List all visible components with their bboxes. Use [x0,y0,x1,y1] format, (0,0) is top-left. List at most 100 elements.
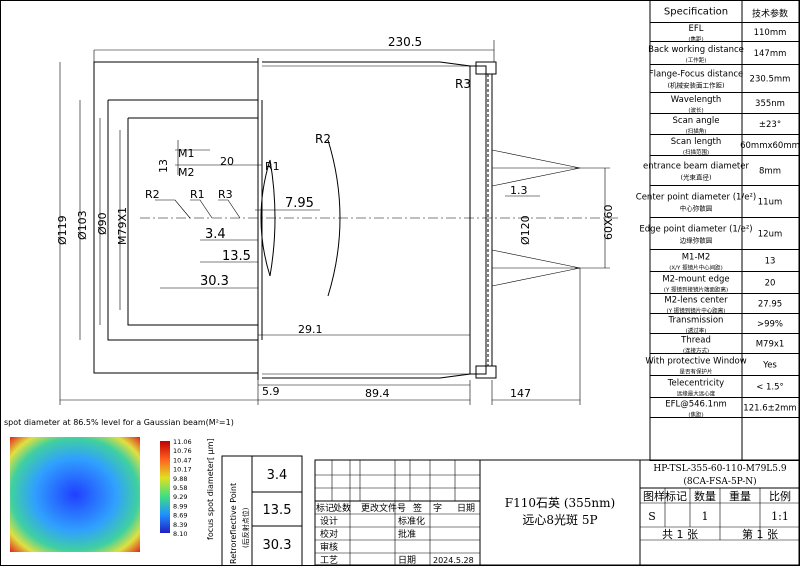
dim-dia-120: Ø120 [519,215,532,245]
retro-table [221,455,303,566]
spec-row-label: Scan length [671,137,721,147]
colorbar-tick-label: 10.17 [173,466,192,474]
tb-hdr-date: 日期 [457,503,475,514]
spec-row-value: 355nm [755,99,785,109]
dim-3-4: 3.4 [205,227,226,242]
spec-row-label: M1-M2 [682,253,711,263]
tb-hdr-count: 处数 [333,502,351,514]
spec-row-label-cn: (工作距) [686,56,707,64]
spot-colorbar [160,441,170,533]
spec-header-cn: 技术参数 [752,8,788,20]
colorbar-tick-label: 8.69 [173,512,187,520]
spec-row-label-cn: (Y 振镜到接镜片端面距离) [664,286,728,294]
label-r1-top: R1 [265,160,280,173]
label-m2: M2 [178,166,195,179]
dim-89-4: 89.4 [365,387,390,400]
spec-row-value: M79x1 [756,340,785,350]
retro-label-en: Retroreflective Point [229,483,238,564]
colorbar-tick-label: 9.29 [173,493,187,501]
dim-1-3: 1.3 [510,184,528,197]
spec-row-label-cn: (机械安装面工作距) [667,81,724,90]
colorbar-tick-label: 11.06 [173,438,192,446]
spec-row-value: < 1.5° [756,383,784,393]
spec-row-label-cn: 远缘最大远心度 [677,390,716,398]
label-r3-left: R3 [218,188,233,201]
spec-row-value: 230.5mm [750,75,791,85]
label-r2-left: R2 [145,188,160,201]
tb-v-mark: S [648,510,656,523]
colorbar-tick-label: 8.99 [173,502,187,510]
colorbar-tick-label: 8.10 [173,530,187,538]
dim-dia-103: Ø103 [76,210,89,240]
tb-role-approve: 批准 [398,528,416,540]
dim-13-5: 13.5 [222,249,251,264]
dim-13-vertical: 13 [157,159,170,173]
dim-m-20: 20 [220,155,234,168]
tb-hdr-char: 字 [433,502,442,514]
retro-value-3: 30.3 [263,538,292,553]
retro-value-1: 3.4 [267,468,288,483]
dim-7-95: 7.95 [285,196,314,211]
colorbar-tick-label: 9.58 [173,484,187,492]
spec-row-label: Flange-Focus distance [649,70,744,80]
spot-heatmap [10,437,140,552]
spec-row-label: Telecentricity [667,379,724,389]
tb-hdr-mark: 标记 [316,502,334,514]
tb-v-qty: 1 [702,510,709,523]
spec-row-value: 27.95 [758,300,782,310]
spec-header-en: Specification [664,7,728,18]
tb-role-standard: 标准化 [398,515,425,527]
spec-row-value: 147mm [754,49,787,59]
title-block [314,459,800,566]
spec-row-label: Transmission [668,316,724,326]
spec-row-label: With protective Window [645,357,746,367]
spec-row-label-cn: (扫描角) [686,127,707,135]
spec-row-value: 110mm [754,28,787,38]
spec-row-label: M2-mount edge [662,275,729,285]
label-r3-top: R3 [455,77,471,91]
tb-h-mark: 图样标记 [643,489,687,503]
tb-h-scale: 比例 [769,489,791,503]
colorbar-tick-label: 9.88 [173,475,187,483]
dim-scan-60x60: 60X60 [602,204,615,240]
spec-row-label: entrance beam diameter [643,162,749,172]
tb-sheet: 第 1 张 [742,527,778,541]
spec-row-value: 12um [758,230,782,240]
tb-part-number: HP-TSL-355-60-110-M79L5.9 [653,464,786,474]
dim-dia-90: Ø90 [96,212,109,235]
tb-role-date: 日期 [398,555,416,566]
spec-row-label: Edge point diameter (1/e²) [639,225,752,235]
colorbar-tick-label: 10.47 [173,456,192,464]
tb-sheets: 共 1 张 [662,528,698,541]
spec-row-label-cn: 中心弥散圆 [680,204,713,213]
retro-value-2: 13.5 [263,503,292,518]
spec-row-label-cn: 边缘弥散圆 [680,236,713,245]
spec-row-label: Thread [680,336,711,346]
dim-147: 147 [510,387,531,400]
spec-row-label-cn: (Y 振镜到镜片中心距离) [667,307,726,315]
tb-role-design: 设计 [320,515,338,527]
spec-row-label-cn: (焦距) [688,35,703,43]
spec-table [649,0,800,461]
spec-row-value: 13 [765,257,776,267]
spec-row-label-cn: (焦距) [688,411,703,419]
spec-row-value: ±23° [759,120,781,130]
spec-row-label-cn: (波长) [688,106,703,114]
dim-5-9: 5.9 [262,385,280,398]
dim-30-3: 30.3 [200,274,229,289]
tb-h-weight: 重量 [729,489,751,503]
dim-thread: M79X1 [116,207,129,245]
spec-row-label-cn: (连接方式) [683,347,709,355]
lens-drawing [59,40,620,405]
tb-role-review: 审核 [320,541,338,553]
tb-product-line2: 远心8光斑 5P [522,513,597,527]
tb-role-check: 校对 [320,528,338,540]
dim-29-1: 29.1 [298,323,323,336]
spec-row-value: 11um [758,198,782,208]
tb-product-line1: F110石英 (355nm) [505,496,615,510]
retro-label-cn: (后反射点位) [241,507,250,548]
spec-row-label: Center point diameter (1/e²) [636,193,756,203]
spec-row-value: 20 [765,279,776,289]
tb-hdr-change: 更改文件号 [361,502,406,514]
spec-row-label: M2-lens center [664,296,728,306]
